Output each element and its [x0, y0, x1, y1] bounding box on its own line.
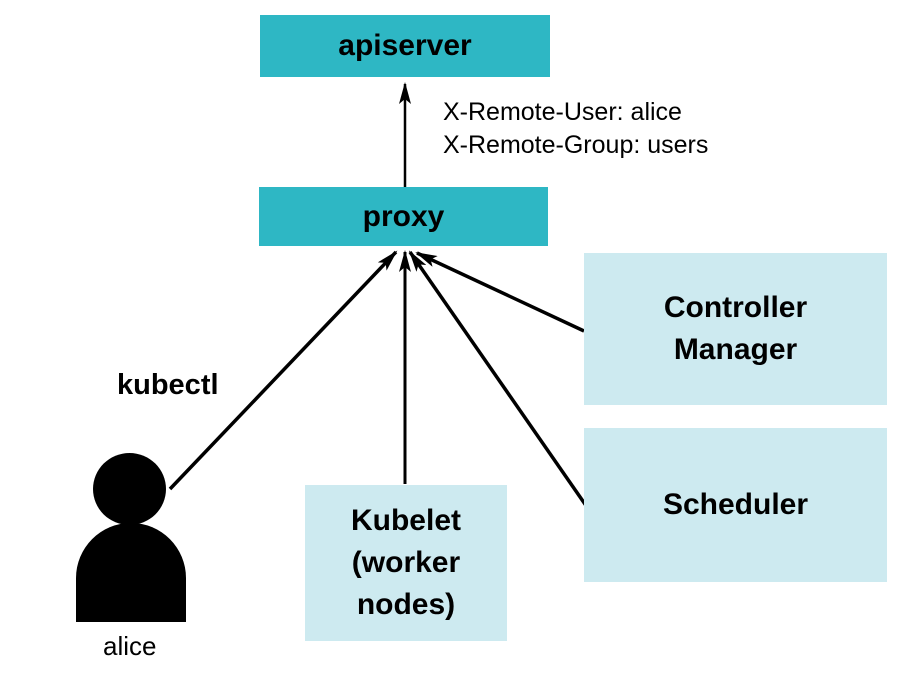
node-proxy-label: proxy — [362, 199, 445, 233]
person-body-shape — [76, 523, 186, 622]
user-name-label: alice — [103, 631, 157, 661]
remote-headers-annotation: X-Remote-User: alice X-Remote-Group: use… — [443, 98, 709, 159]
node-controller-manager-label: Controller Manager — [663, 291, 808, 366]
arrow-scheduler-to-proxy — [408, 250, 589, 508]
node-scheduler-label: Scheduler — [662, 488, 809, 521]
arrow-controller-manager-to-proxy — [415, 251, 585, 333]
node-apiserver: apiserver — [260, 15, 550, 77]
kubectl-label: kubectl — [117, 369, 219, 401]
node-kubelet: Kubelet (worker nodes) — [305, 485, 507, 641]
node-controller-manager: Controller Manager — [584, 253, 887, 405]
node-proxy: proxy — [259, 187, 548, 246]
arrow-kubectl-user-to-proxy — [168, 250, 398, 491]
node-scheduler: Scheduler — [584, 428, 887, 582]
node-apiserver-label: apiserver — [338, 29, 472, 62]
person-head-shape — [93, 453, 166, 525]
node-kubelet-label: Kubelet (worker nodes) — [350, 504, 461, 621]
